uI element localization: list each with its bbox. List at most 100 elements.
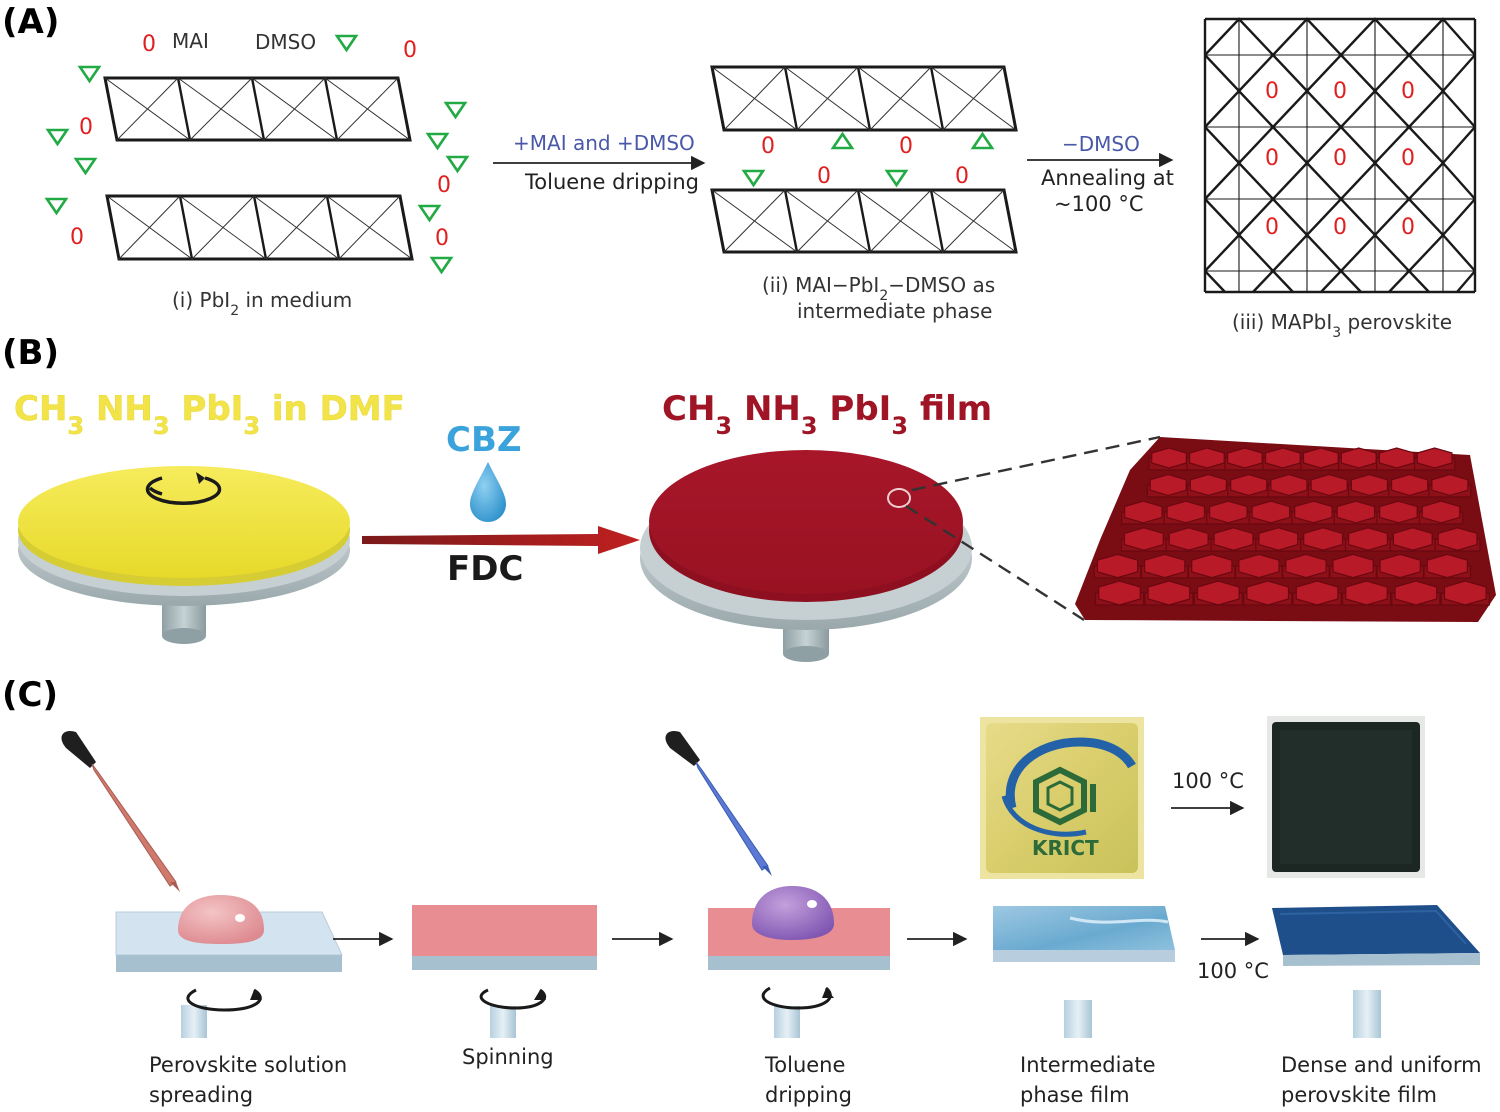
crystal-grain	[1303, 527, 1344, 551]
svg-text:0: 0	[955, 164, 969, 189]
crystal-grain	[1123, 500, 1163, 524]
step5-caption-line1: Dense and uniform	[1281, 1053, 1482, 1077]
film-label: CH3 NH3 PbI3 film	[662, 389, 992, 440]
crystal-grain	[1166, 500, 1206, 524]
zoomed-crystal-grains	[1075, 437, 1496, 622]
intermediate-photo: KRICT	[980, 717, 1144, 879]
stage2-caption-line2: intermediate phase	[797, 299, 992, 323]
logo-text: KRICT	[1032, 836, 1099, 860]
crystal-grain	[1345, 580, 1388, 606]
stage2-mai-ions: 0 0 0 0	[761, 134, 969, 189]
crystal-grain	[1285, 553, 1327, 579]
svg-text:0: 0	[1265, 79, 1279, 104]
crystal-grain	[1437, 527, 1478, 551]
pipette-bulb-icon	[665, 730, 700, 766]
crystal-grain	[1149, 473, 1187, 497]
stage3-mai-ions: 0 0 0 0 0 0 0 0 0	[1265, 79, 1415, 240]
crystal-grain	[1426, 553, 1469, 579]
crystal-grain	[1098, 580, 1141, 606]
rotation-arrow-icon	[145, 476, 222, 505]
crystal-grain	[1258, 527, 1299, 551]
zoom-line-top	[911, 435, 1161, 492]
crystal-grain	[1379, 500, 1418, 524]
svg-text:0: 0	[1401, 215, 1415, 240]
crystal-grain	[1246, 580, 1290, 606]
stage3-caption: (iii) MAPbI3 perovskite	[1232, 310, 1452, 341]
crystal-grain	[1196, 580, 1240, 606]
stage1-mai-ions: 0 0 0 0 0	[70, 38, 451, 251]
stage2-layer-top	[710, 65, 1018, 132]
process-label: FDC	[447, 549, 523, 589]
crystal-grain	[1421, 500, 1461, 524]
svg-text:0: 0	[1265, 215, 1279, 240]
stage2-layer-bottom	[710, 188, 1018, 254]
panel-b: CH3 NH3 PbI3 in DMF CBZ FDC CH3 NH3 PbI3…	[14, 389, 1496, 662]
pipette-bulb-icon	[61, 730, 96, 768]
zoom-line-bottom	[905, 504, 1085, 622]
step4-illustration	[993, 906, 1175, 1038]
svg-text:0: 0	[1401, 146, 1415, 171]
crystal-grain	[1347, 527, 1389, 551]
crystal-grain	[1392, 527, 1433, 551]
final-photo	[1267, 716, 1425, 878]
svg-text:0: 0	[1265, 146, 1279, 171]
svg-text:0: 0	[1333, 215, 1347, 240]
stage1-layer-bottom	[105, 194, 414, 261]
solution-label: CH3 NH3 PbI3 in DMF	[14, 389, 405, 440]
crystal-grain	[1151, 447, 1187, 469]
svg-text:0: 0	[70, 225, 84, 250]
crystal-grain	[1191, 553, 1233, 579]
photo-arrow-label: 100 °C	[1172, 769, 1244, 793]
crystal-grain	[1295, 580, 1339, 606]
legend-mai-symbol: 0	[142, 32, 156, 57]
svg-text:0: 0	[817, 164, 831, 189]
crystal-grain	[1390, 473, 1429, 497]
crystal-grain	[1350, 473, 1389, 497]
antisolvent-drop-icon	[470, 462, 506, 522]
crystal-grain	[1123, 527, 1164, 551]
step4-caption-line1: Intermediate	[1020, 1053, 1156, 1077]
crystal-grain	[1208, 500, 1248, 524]
crystal-grain	[1264, 447, 1301, 469]
panel-c: KRICT 100 °C 100 °C Perovskite solution …	[61, 716, 1482, 1107]
stage1-caption: (i) PbI2 in medium	[172, 288, 352, 319]
crystal-grain	[1168, 527, 1209, 551]
crystal-grain	[1332, 553, 1374, 579]
crystal-grain	[1416, 447, 1453, 469]
crystal-grain	[1096, 553, 1139, 579]
svg-text:0: 0	[435, 226, 449, 251]
svg-text:0: 0	[403, 38, 417, 63]
crystal-grain	[1336, 500, 1376, 524]
step5-illustration	[1272, 905, 1480, 1038]
step1-caption-line1: Perovskite solution	[149, 1053, 347, 1077]
svg-text:0: 0	[437, 173, 451, 198]
stage2-caption-line1: (ii) MAI−PbI2−DMSO as	[762, 273, 995, 304]
red-spin-coater	[640, 450, 972, 662]
crystal-grain	[1189, 473, 1228, 497]
arrow2-top-label: −DMSO	[1062, 132, 1140, 156]
crystal-grain	[1294, 500, 1333, 524]
svg-text:0: 0	[1401, 79, 1415, 104]
arrow2-bottom-label-1: Annealing at	[1041, 166, 1174, 190]
crystal-grain	[1230, 473, 1268, 497]
crystal-grain	[1226, 447, 1263, 469]
yellow-spin-coater	[18, 466, 350, 644]
step5-caption-line2: perovskite film	[1281, 1083, 1437, 1107]
legend-dmso-triangle-icon	[334, 34, 359, 53]
panel-label-b: (B)	[2, 333, 59, 373]
crystal-grain	[1443, 580, 1487, 606]
rotation-arrow-icon	[186, 988, 262, 1012]
antisolvent-label: CBZ	[446, 420, 522, 460]
crystal-grain	[1147, 580, 1191, 606]
stage1-dmso-triangles	[44, 65, 470, 275]
svg-text:0: 0	[79, 115, 93, 140]
crystal-grain	[1394, 580, 1438, 606]
step2-caption-line1: Spinning	[462, 1045, 554, 1069]
arrow1-top-label: +MAI and +DMSO	[513, 131, 695, 155]
crystal-grain	[1143, 553, 1186, 579]
panel-label-c: (C)	[2, 675, 58, 715]
zoom-circle	[887, 488, 911, 508]
crystal-grain	[1379, 553, 1421, 579]
crystal-grain	[1251, 500, 1291, 524]
